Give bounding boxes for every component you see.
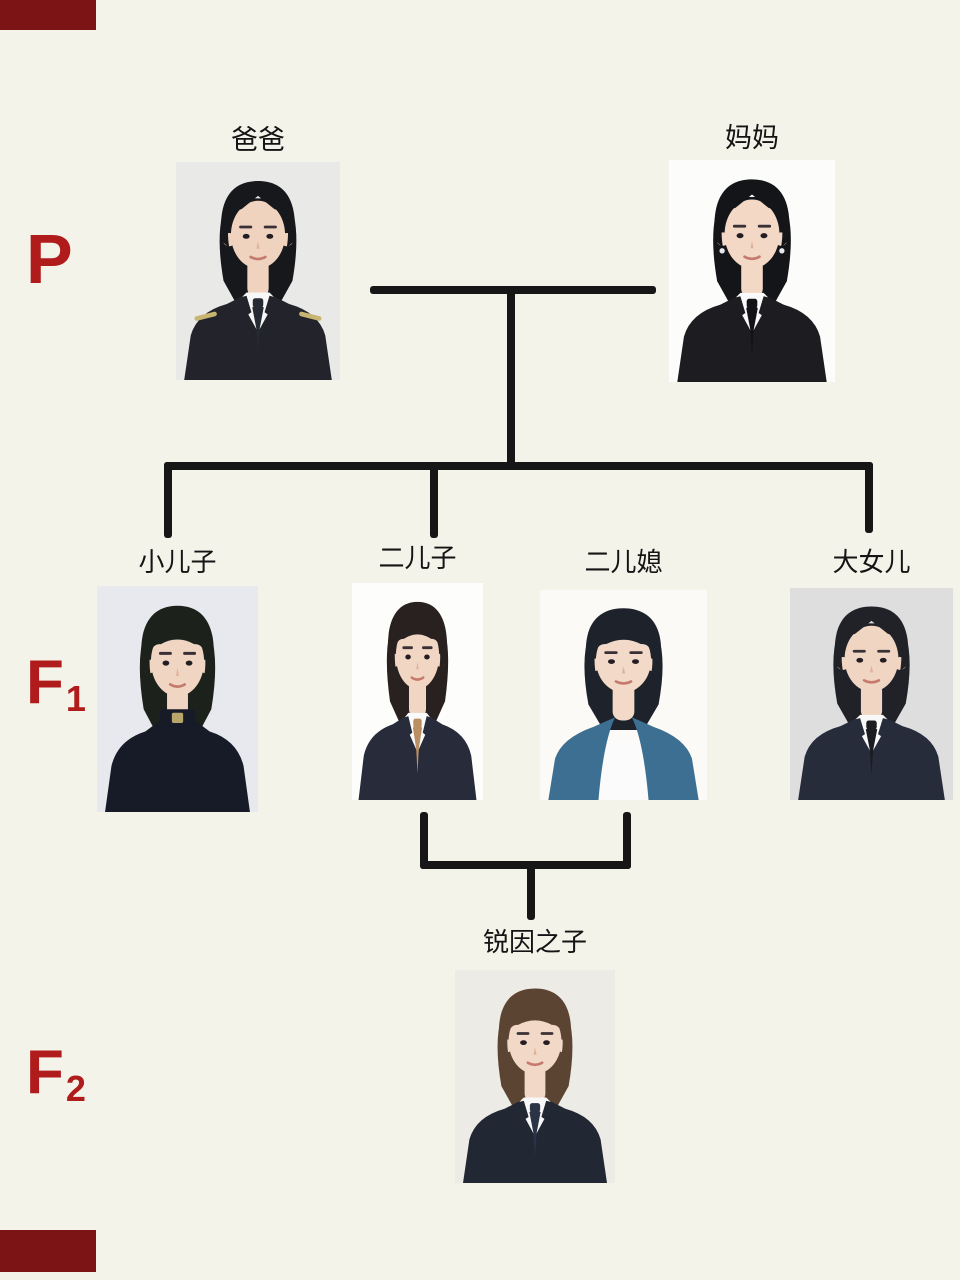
- generation-f2-base: F: [26, 1038, 64, 1107]
- connector-sibling-bar: [164, 462, 873, 470]
- portrait-photo-grandson: [455, 970, 615, 1183]
- member-label-father: 爸爸: [231, 125, 285, 155]
- connector-f2-stem: [527, 861, 535, 920]
- connector-drop-second-son: [430, 462, 438, 538]
- connector-second-son-down: [420, 812, 428, 869]
- portrait-photo-second-daughter-in-law: [540, 590, 707, 800]
- member-label-second-daughter-in-law: 二儿媳: [584, 547, 663, 577]
- connector-drop-youngest-son: [164, 462, 172, 538]
- member-label-eldest-daughter: 大女儿: [832, 547, 911, 577]
- connector-drop-eldest-daughter: [865, 462, 873, 533]
- generation-p-text: P: [26, 220, 73, 298]
- generation-label-f1: F1: [26, 652, 86, 717]
- generation-f1-base: F: [26, 648, 64, 717]
- member-label-grandson: 锐因之子: [482, 927, 587, 957]
- corner-accent-bottom-left: [0, 1230, 96, 1272]
- connector-parents-stem: [507, 286, 515, 468]
- member-label-youngest-son: 小儿子: [138, 547, 217, 577]
- portrait-photo-father: [176, 162, 340, 380]
- generation-f2-subscript: 2: [65, 1068, 86, 1109]
- connector-f1-couple-line: [420, 861, 631, 869]
- portrait-photo-mother: [669, 160, 835, 382]
- portrait-photo-youngest-son: [97, 586, 258, 812]
- member-label-second-son: 二儿子: [378, 543, 457, 573]
- generation-label-p: P: [26, 224, 73, 294]
- generation-f1-subscript: 1: [65, 678, 86, 719]
- generation-label-f2: F2: [26, 1042, 86, 1107]
- corner-accent-top-left: [0, 0, 96, 30]
- connector-daughter-in-law-down: [623, 812, 631, 869]
- portrait-photo-second-son: [352, 583, 483, 800]
- portrait-photo-eldest-daughter: [790, 588, 953, 800]
- member-label-mother: 妈妈: [725, 123, 779, 153]
